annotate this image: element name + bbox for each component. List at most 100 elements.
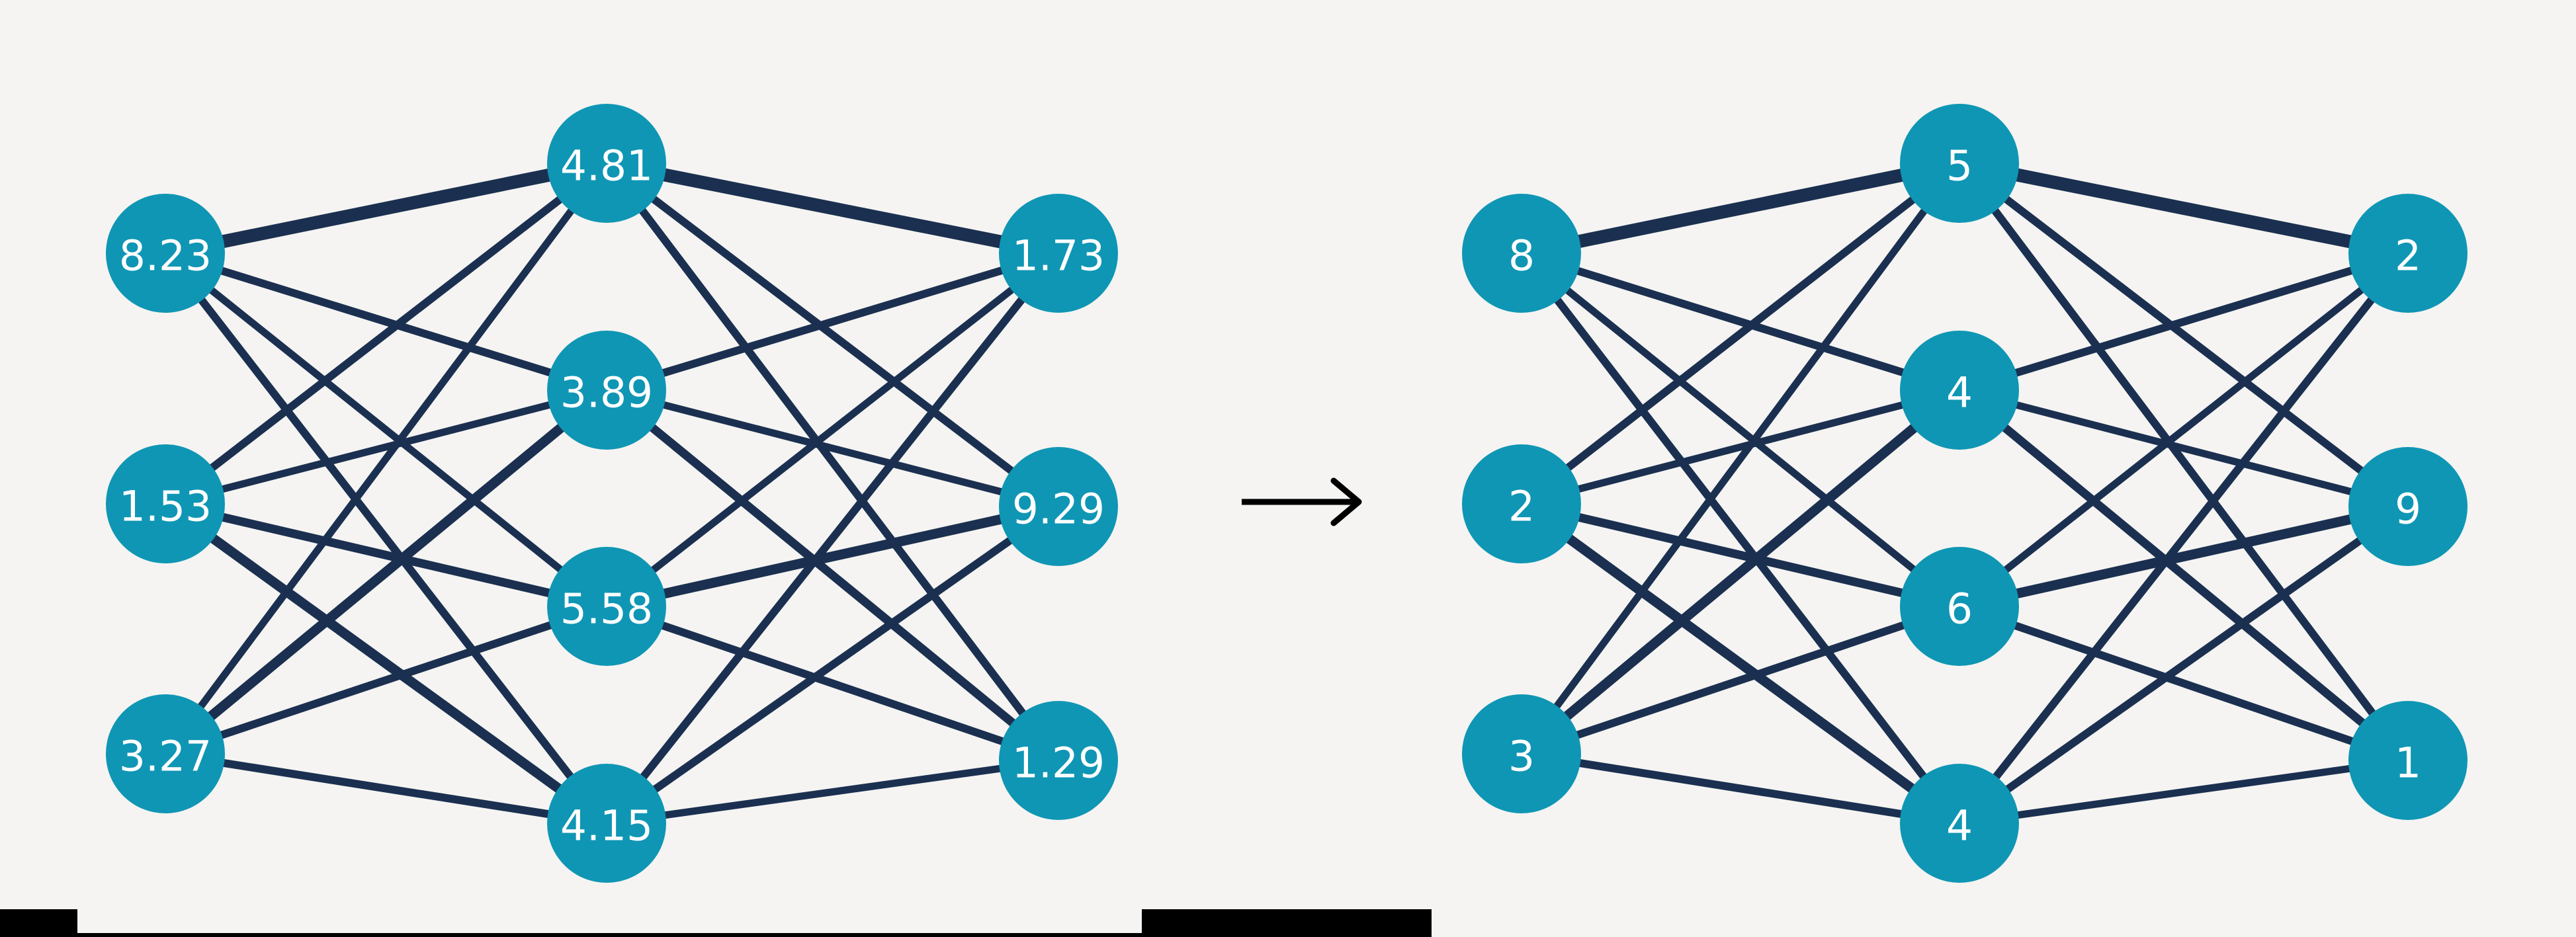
edge-line: [603, 386, 1062, 764]
node-value: 9: [2395, 485, 2421, 533]
edge-line: [1958, 501, 2409, 612]
edge-line: [1520, 499, 1961, 611]
edge-line: [605, 249, 1060, 394]
node-value: 4: [1946, 801, 1973, 850]
float-network-output-node-2: 9.29: [999, 447, 1118, 566]
node-value: 8.23: [119, 231, 212, 280]
float-network-output-node-1: 1.73: [999, 194, 1118, 313]
edge-line: [164, 249, 608, 394]
edge-line: [1518, 386, 1963, 758]
edge-line: [605, 386, 1060, 510]
node-value: 3.89: [560, 368, 653, 417]
node-circle: [1462, 194, 1581, 313]
float-network-hidden-node-4: 4.15: [547, 764, 666, 883]
edge-line: [165, 750, 607, 827]
edge-line: [1518, 499, 1963, 828]
edge-line: [164, 602, 608, 758]
node-circle: [1900, 104, 2019, 223]
right-arrow-icon: [1242, 477, 1362, 526]
node-circle: [1900, 547, 2019, 666]
edge-line: [1520, 602, 1961, 758]
float-network-hidden-node-3: 5.58: [547, 547, 666, 666]
node-circle: [547, 764, 666, 883]
float-network-hidden-node-2: 3.89: [547, 331, 666, 450]
quantized-network-input-node-2: 2: [1462, 444, 1581, 563]
edge-line: [604, 160, 1061, 510]
node-value: 1.53: [119, 482, 212, 530]
node-value: 3.27: [119, 732, 212, 780]
quantized-network-input-node-3: 3: [1462, 694, 1581, 813]
node-value: 1.73: [1012, 231, 1105, 280]
edge-line: [1520, 386, 1961, 508]
edge-line: [606, 756, 1059, 827]
node-circle: [106, 194, 225, 313]
edge-line: [1957, 503, 2411, 827]
node-circle: [999, 701, 1118, 820]
edge-line: [605, 157, 1060, 260]
bottom-progress-strip: [0, 933, 1142, 937]
node-circle: [106, 444, 225, 563]
edge-line: [164, 499, 608, 611]
edge-line: [1958, 157, 2409, 260]
edge-line: [1520, 157, 1961, 260]
node-value: 6: [1946, 585, 1973, 633]
node-value: 1.29: [1012, 739, 1105, 787]
quantized-network-edges: [1518, 157, 2411, 828]
quantized-network-hidden-node-1: 5: [1900, 104, 2019, 223]
quantized-network-hidden-node-2: 4: [1900, 331, 2019, 450]
edge-line: [1958, 602, 2409, 764]
node-circle: [999, 447, 1118, 566]
node-circle: [1900, 764, 2019, 883]
node-circle: [547, 331, 666, 450]
node-circle: [1900, 331, 2019, 450]
edge-line: [605, 602, 1060, 764]
edge-line: [1519, 250, 1962, 610]
node-value: 4.81: [560, 142, 653, 190]
edge-line: [603, 251, 1062, 826]
node-value: 5.58: [560, 585, 653, 633]
edge-line: [164, 157, 608, 260]
node-value: 3: [1508, 732, 1535, 780]
node-value: 4: [1946, 368, 1973, 417]
node-circle: [547, 547, 666, 666]
float-network: 8.23 1.53 3.27 4.81 3.89 5.58 4.15 1.73 9.29 1.29: [106, 104, 1118, 883]
edge-line: [1956, 251, 2411, 826]
bottom-bars: [0, 909, 1432, 937]
edge-line: [1518, 161, 1963, 756]
quantized-network-output-node-2: 9: [2348, 447, 2468, 566]
node-circle: [547, 104, 666, 223]
edge-line: [603, 161, 1062, 763]
edge-line: [604, 503, 1061, 827]
edge-line: [604, 250, 1061, 610]
float-network-input-node-3: 3.27: [106, 694, 225, 813]
node-circle: [2348, 701, 2468, 820]
edge-line: [162, 499, 610, 828]
edge-line: [1520, 249, 1961, 394]
edge-line: [1959, 756, 2409, 827]
float-network-edges: [162, 157, 1062, 828]
edge-line: [1956, 386, 2411, 764]
edge-line: [162, 161, 610, 756]
node-circle: [1462, 444, 1581, 563]
node-circle: [1462, 694, 1581, 813]
node-circle: [999, 194, 1118, 313]
quantized-network-hidden-node-3: 6: [1900, 547, 2019, 666]
quantized-network-input-node-1: 8: [1462, 194, 1581, 313]
edge-line: [1957, 250, 2411, 610]
float-network-output-node-3: 1.29: [999, 701, 1118, 820]
node-circle: [106, 694, 225, 813]
node-circle: [2348, 447, 2468, 566]
edge-line: [1958, 249, 2409, 394]
bottom-bar-left-cap: [0, 909, 77, 937]
node-value: 8: [1508, 231, 1535, 280]
node-value: 4.15: [560, 801, 653, 850]
quantized-network-output-node-3: 1: [2348, 701, 2468, 820]
edge-line: [163, 160, 609, 507]
quantized-network-hidden-node-4: 4: [1900, 764, 2019, 883]
edge-line: [162, 251, 610, 826]
float-network-hidden-node-1: 4.81: [547, 104, 666, 223]
float-network-input-node-2: 1.53: [106, 444, 225, 563]
